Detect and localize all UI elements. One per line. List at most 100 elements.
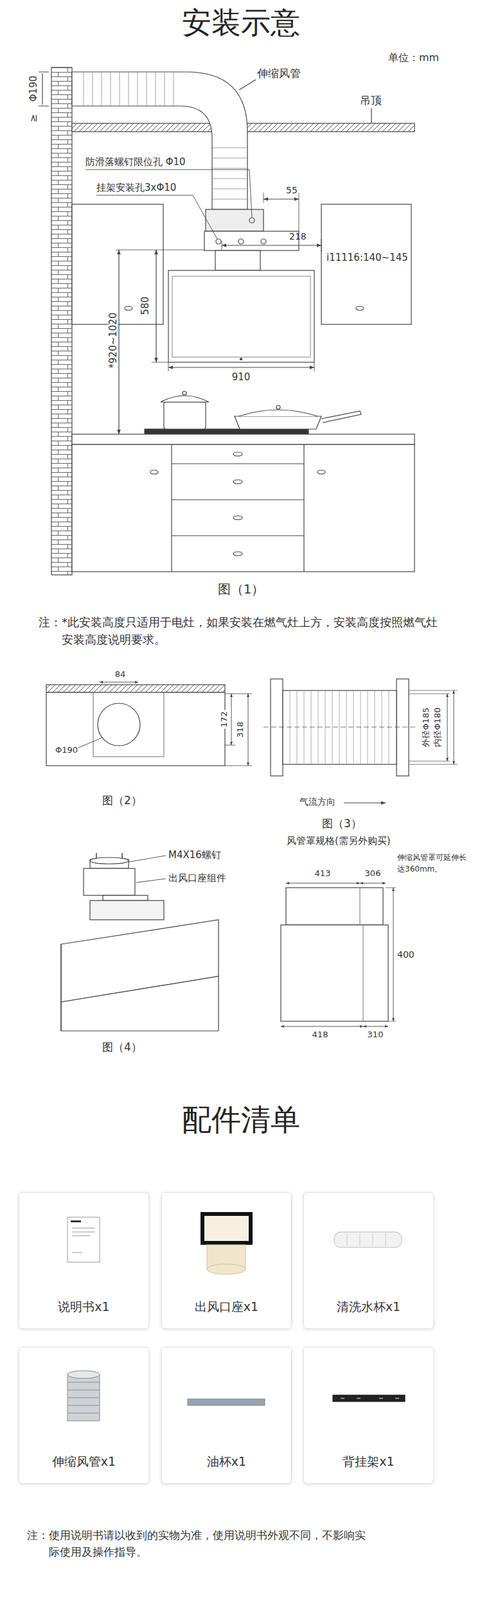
figure-1-part bbox=[168, 366, 315, 368]
accessory-pictures-part bbox=[71, 1228, 96, 1254]
figure-4-part bbox=[89, 857, 129, 865]
card-label: 说明书x1 bbox=[21, 1300, 146, 1315]
dimension: *920~1020 bbox=[108, 311, 119, 371]
figure-1-part bbox=[71, 444, 415, 572]
duct-cover-part bbox=[285, 883, 360, 885]
figure-1-part bbox=[233, 480, 243, 484]
card-label: 清洗水杯x1 bbox=[306, 1300, 431, 1315]
accessory-card: 伸缩风管x1 bbox=[18, 1347, 150, 1485]
accessory-pictures-part bbox=[206, 1264, 246, 1276]
figure-1-part bbox=[204, 231, 299, 251]
figure-1-part bbox=[234, 416, 322, 430]
figure-1-part bbox=[168, 362, 315, 372]
figure-1-part bbox=[38, 71, 49, 107]
figure-1-part bbox=[168, 270, 315, 363]
unit-note: 单位：mm bbox=[388, 51, 439, 65]
accessory-pictures-part bbox=[67, 1383, 100, 1414]
figure-2-part bbox=[46, 692, 225, 767]
figure-3-part bbox=[408, 690, 458, 765]
duct-cover-part bbox=[280, 925, 389, 1022]
dimension: i11116:140~145 bbox=[325, 251, 410, 265]
figure-1-part bbox=[249, 217, 255, 224]
flow-label: 气流方向 bbox=[299, 796, 336, 809]
figure-1-part bbox=[240, 358, 243, 361]
figure-1-part bbox=[85, 169, 252, 240]
accessory-pictures-part bbox=[334, 1232, 402, 1249]
figure-1-part bbox=[155, 249, 157, 363]
figure-1-part bbox=[182, 391, 187, 396]
accessory-pictures-part bbox=[67, 1217, 100, 1263]
dimension: 418 bbox=[312, 1030, 329, 1041]
accessory-card: 说明书x1 bbox=[18, 1192, 150, 1330]
accessory-pictures-part bbox=[67, 1371, 100, 1380]
figure-caption: 图（2） bbox=[102, 794, 143, 808]
figure-2-part bbox=[248, 694, 249, 767]
dimension: 218 bbox=[289, 231, 307, 243]
figure-1-part bbox=[83, 71, 248, 200]
card-label: 出风口座x1 bbox=[164, 1300, 289, 1315]
page-title: 安装示意 bbox=[0, 5, 482, 41]
figure-1-part bbox=[215, 250, 261, 271]
figure-caption: 图（1） bbox=[217, 581, 265, 598]
accessory-card: 清洗水杯x1 bbox=[303, 1192, 434, 1330]
figure-3-part bbox=[263, 727, 418, 729]
figure-4-part bbox=[128, 856, 166, 884]
figure-3-part bbox=[453, 690, 455, 765]
figure-1-part bbox=[263, 192, 299, 232]
duct-cover-part bbox=[285, 888, 384, 926]
figure-1-part bbox=[118, 249, 119, 435]
accessory-pictures-part bbox=[347, 1233, 386, 1247]
part-label: 出风口座组件 bbox=[168, 872, 227, 885]
accessory-card: 油杯x1 bbox=[161, 1347, 292, 1485]
figure-1-part bbox=[321, 204, 412, 325]
dimension: 400 bbox=[397, 949, 415, 962]
figure-2-part bbox=[224, 694, 252, 767]
accessory-pictures-part bbox=[70, 1221, 81, 1223]
figure-2-part bbox=[78, 737, 103, 749]
card-label: 背挂架x1 bbox=[306, 1454, 431, 1470]
duct-cover-part bbox=[280, 1026, 364, 1028]
figure-2 bbox=[46, 682, 252, 767]
dimension: 910 bbox=[232, 371, 251, 384]
accessory-pictures bbox=[67, 1214, 405, 1422]
figure-4-part bbox=[61, 976, 219, 1032]
dimension: 310 bbox=[367, 1030, 384, 1041]
dimension: ≥ bbox=[28, 113, 39, 125]
spec-note: 伸缩风管罩可延伸长达360mm。 bbox=[397, 852, 468, 876]
dimension: 55 bbox=[285, 185, 298, 197]
dimension: 580 bbox=[140, 295, 151, 317]
duct-cover-part bbox=[359, 883, 386, 885]
figure-1-part bbox=[221, 239, 322, 252]
card-label: 油杯x1 bbox=[164, 1454, 289, 1470]
figure-1-part bbox=[160, 395, 209, 403]
figure-1-part bbox=[233, 452, 243, 457]
dimension: 外径Φ185 bbox=[421, 706, 430, 749]
accessory-pictures-part bbox=[332, 1395, 405, 1403]
figure-1-part bbox=[71, 434, 415, 445]
section-heading: 配件清单 bbox=[181, 1102, 301, 1140]
figure-1-part bbox=[233, 552, 243, 556]
duct-cover-part bbox=[393, 888, 394, 1022]
note: 注：使用说明书请以收到的实物为准，使用说明书外观不同，不影响实际使用及操作指导。 bbox=[26, 1528, 371, 1562]
duct-cover bbox=[280, 883, 396, 1027]
dimension: Φ190 bbox=[28, 74, 39, 103]
duct-cover-part bbox=[359, 888, 364, 1022]
figure-3-part bbox=[447, 694, 448, 762]
figure-1-part bbox=[215, 239, 222, 245]
figure-1-part bbox=[150, 470, 159, 475]
figure-3-part bbox=[282, 690, 397, 765]
figure-1-part bbox=[238, 239, 244, 245]
figure-4-part bbox=[60, 944, 62, 1032]
dimension: 306 bbox=[365, 868, 382, 880]
figure-2-part bbox=[231, 694, 233, 746]
figure-4-part bbox=[102, 895, 148, 902]
part-label: 伸缩风管 bbox=[257, 66, 301, 81]
figure-1-part bbox=[321, 411, 362, 423]
figure-1-part bbox=[221, 244, 322, 246]
part-label: 防滑落螺钉限位孔 Φ10 bbox=[85, 156, 186, 169]
figure-1-part bbox=[171, 444, 304, 572]
figure-1-part bbox=[172, 276, 311, 358]
accessory-card: 背挂架x1 bbox=[303, 1347, 434, 1485]
